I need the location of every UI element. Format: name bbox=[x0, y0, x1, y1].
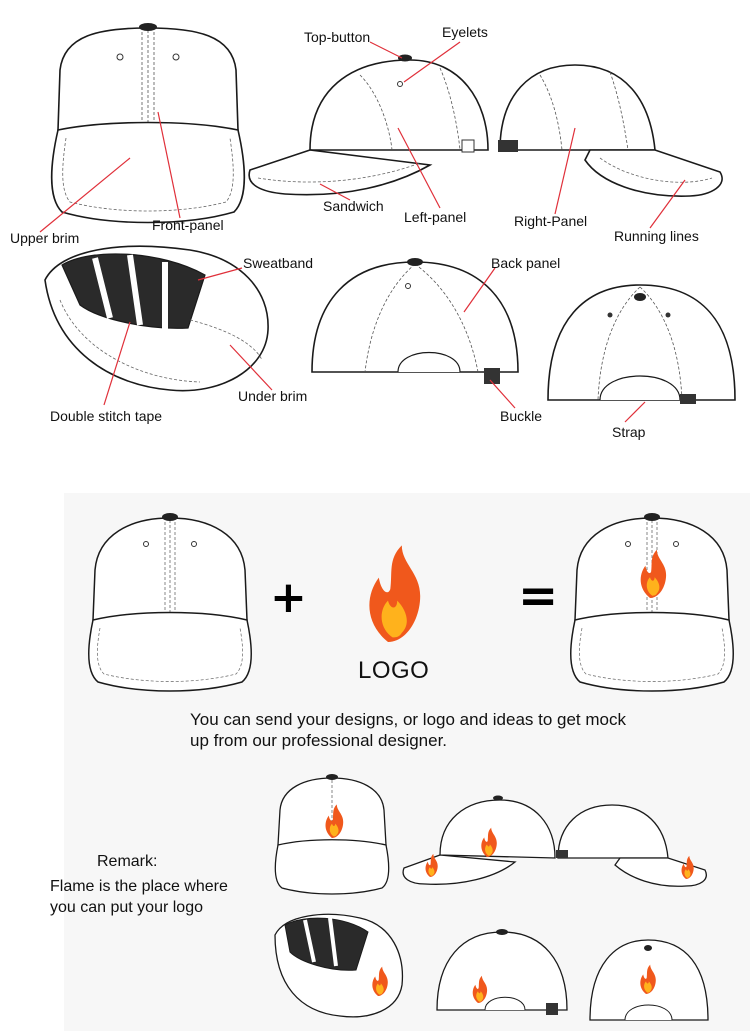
description-line-1: You can send your designs, or logo and i… bbox=[190, 710, 626, 729]
label-under-brim: Under brim bbox=[238, 388, 308, 404]
remark-title: Remark: bbox=[97, 853, 158, 870]
label-sandwich: Sandwich bbox=[323, 198, 384, 214]
small-back-cap bbox=[436, 929, 568, 1015]
underside-cap-illustration bbox=[44, 245, 269, 392]
logo-flame-icon bbox=[369, 545, 421, 642]
small-rear-cap bbox=[589, 939, 709, 1021]
label-buckle: Buckle bbox=[500, 408, 543, 424]
description-line-2: up from our professional designer. bbox=[190, 731, 448, 750]
left-side-cap-illustration bbox=[248, 54, 489, 196]
back-cap-illustration bbox=[311, 258, 519, 384]
label-double-stitch-tape: Double stitch tape bbox=[50, 408, 163, 424]
label-right-panel: Right-Panel bbox=[514, 213, 588, 229]
label-front-panel: Front-panel bbox=[152, 217, 224, 233]
label-back-panel: Back panel bbox=[491, 255, 561, 271]
label-upper-brim: Upper brim bbox=[10, 230, 80, 246]
small-underside-cap bbox=[274, 913, 404, 1018]
small-front-cap bbox=[274, 774, 390, 895]
mockup-description: You can send your designs, or logo and i… bbox=[190, 709, 626, 751]
remark-text: Flame is the place where you can put you… bbox=[50, 876, 228, 918]
right-side-cap-illustration bbox=[498, 64, 723, 197]
front-cap-illustration bbox=[50, 23, 246, 224]
result-front-cap bbox=[569, 513, 735, 692]
label-eyelets: Eyelets bbox=[442, 24, 488, 40]
plain-front-cap bbox=[87, 513, 253, 692]
remark-line-1: Flame is the place where bbox=[50, 878, 228, 895]
label-running-lines: Running lines bbox=[614, 228, 699, 244]
equals-symbol: = bbox=[518, 568, 559, 624]
small-side-cap-left bbox=[402, 795, 556, 885]
label-left-panel: Left-panel bbox=[404, 209, 467, 225]
plus-symbol: + bbox=[270, 572, 307, 623]
label-sweatband: Sweatband bbox=[243, 255, 314, 271]
leader-lines bbox=[39, 41, 686, 423]
cap-anatomy-diagram bbox=[39, 23, 736, 423]
label-strap: Strap bbox=[612, 424, 646, 440]
logo-text: LOGO bbox=[358, 657, 430, 684]
remark-line-2: you can put your logo bbox=[50, 899, 203, 916]
small-side-cap-right bbox=[556, 804, 707, 887]
rear-cap-illustration bbox=[547, 284, 736, 404]
label-top-button: Top-button bbox=[304, 29, 371, 45]
